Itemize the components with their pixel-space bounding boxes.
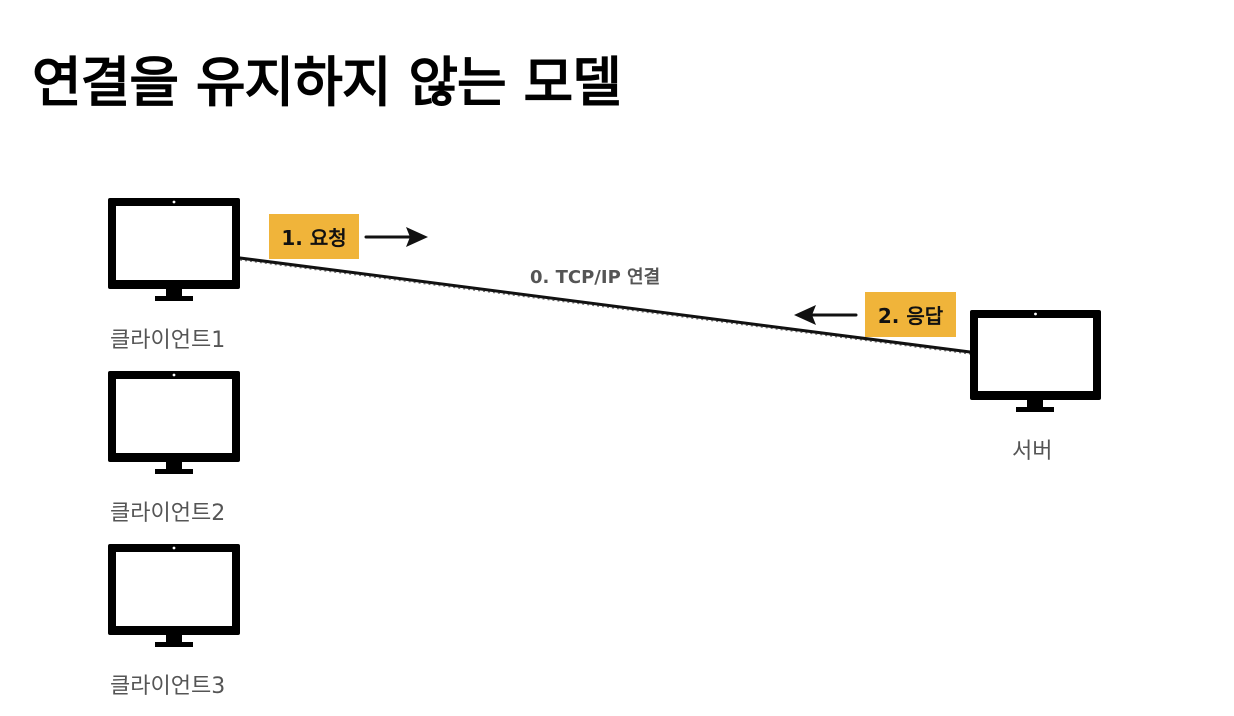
- response-badge: 2. 응답: [865, 292, 956, 337]
- client2-label: 클라이언트2: [110, 501, 226, 526]
- client1-monitor-icon: [108, 198, 240, 301]
- tcp-connection-line: [238, 256, 972, 355]
- client2-monitor-icon: [108, 371, 240, 474]
- connection-label: 0. TCP/IP 연결: [530, 267, 661, 288]
- client1-label: 클라이언트1: [110, 328, 226, 353]
- slide-title: 연결을 유지하지 않는 모델: [32, 51, 622, 114]
- request-arrow: [364, 227, 428, 247]
- response-arrow: [794, 305, 858, 325]
- client3-label: 클라이언트3: [110, 674, 226, 699]
- request-badge: 1. 요청: [269, 214, 359, 259]
- server-monitor-icon: [970, 310, 1101, 412]
- server-label: 서버: [1012, 439, 1053, 464]
- client3-monitor-icon: [108, 544, 240, 647]
